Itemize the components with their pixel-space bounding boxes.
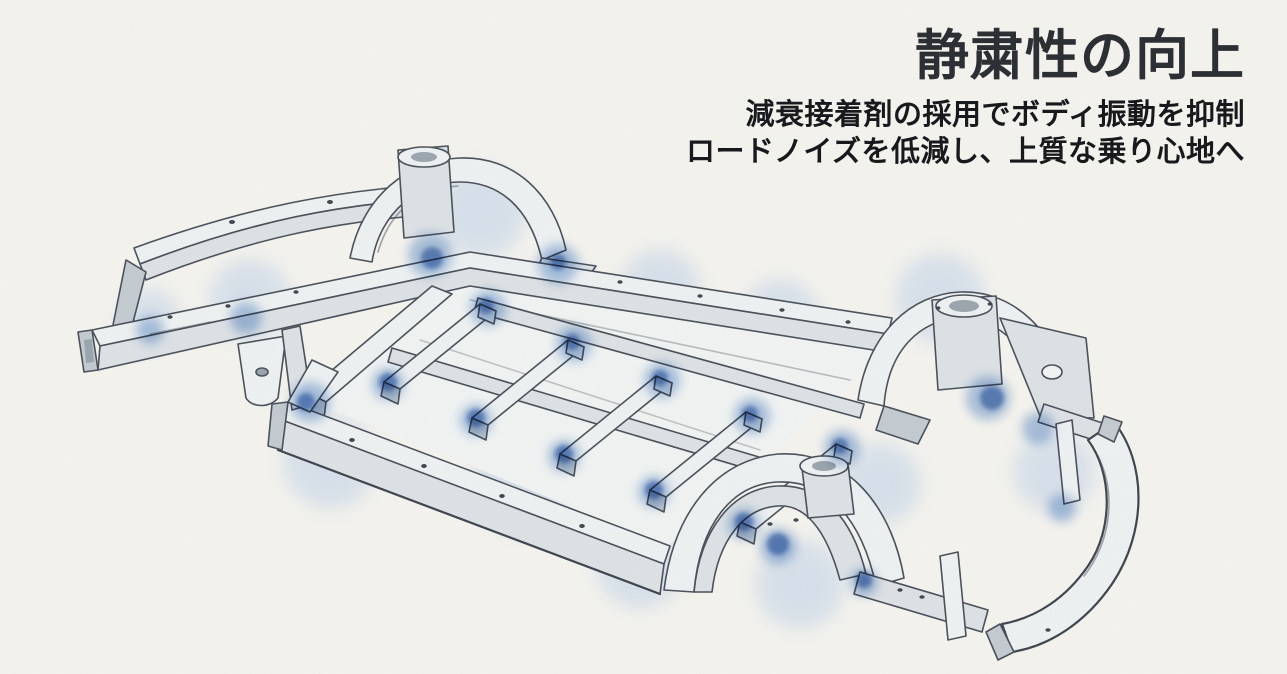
headline-block: 静粛性の向上 減衰接着剤の採用でボディ振動を抑制 ロードノイズを低減し、上質な乗… [686, 28, 1245, 171]
page-title: 静粛性の向上 [915, 26, 1245, 86]
subtitle-line-2: ロードノイズを低減し、上質な乗り心地へ [685, 135, 1245, 168]
subtitle-line-1: 減衰接着剤の採用でボディ振動を抑制 [745, 98, 1245, 131]
